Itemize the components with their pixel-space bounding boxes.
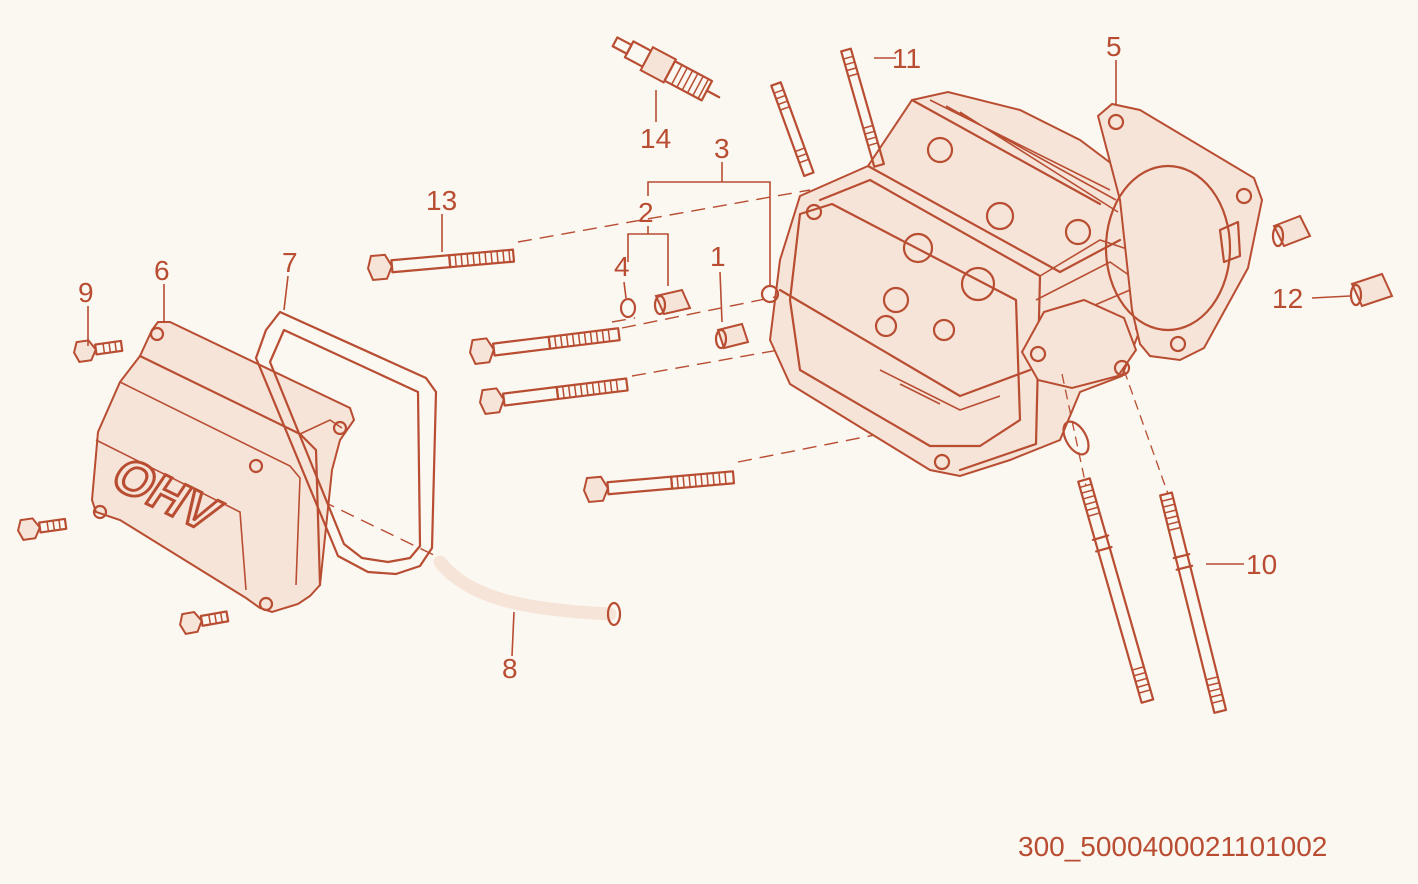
- callout-8: 8: [502, 653, 518, 684]
- breather-tube: [433, 555, 622, 627]
- callout-13: 13: [426, 185, 457, 216]
- pushrod-left: [1077, 477, 1155, 704]
- dowel-upper-right: [1271, 214, 1312, 248]
- callout-7: 7: [282, 247, 298, 278]
- bolt-13: [366, 248, 516, 282]
- dowel-pin-1: [714, 322, 750, 350]
- spark-plug: [611, 36, 721, 102]
- dowel-12: [1349, 272, 1394, 308]
- callout-14: 14: [640, 123, 671, 154]
- cover-bolt-9: [72, 339, 124, 363]
- callout-labels: 1 2 3 4 5 6 7 8 9 10 11 12 13 14: [78, 31, 1303, 684]
- bolt-head-long-3: [582, 470, 736, 504]
- callout-2: 2: [638, 197, 654, 228]
- dowel-pin-2: [653, 288, 692, 316]
- stud-11: [840, 47, 885, 168]
- cover-bolt-bottom: [179, 610, 230, 635]
- head-gasket: [1096, 102, 1264, 362]
- callout-5: 5: [1106, 31, 1122, 62]
- cylinder-head: [760, 90, 1142, 478]
- stud-upper: [770, 81, 815, 178]
- callout-11: 11: [892, 43, 921, 74]
- callout-9: 9: [78, 277, 94, 308]
- callout-10: 10: [1246, 549, 1277, 580]
- drawing-code: 300_5000400021101002: [1018, 831, 1327, 862]
- callout-4: 4: [614, 251, 630, 282]
- cover-bolt-lower-left: [16, 517, 68, 541]
- o-ring-4: [619, 297, 637, 319]
- callout-12: 12: [1272, 283, 1303, 314]
- valve-cover-gasket: [254, 310, 438, 576]
- bolt-head-long-1: [468, 327, 621, 365]
- valve-cover: OHV: [90, 321, 356, 614]
- bracket-leaders: [623, 162, 771, 323]
- bolt-head-long-2: [478, 377, 629, 415]
- callout-6: 6: [154, 255, 170, 286]
- leader-lines: [87, 57, 1351, 657]
- callout-1: 1: [710, 241, 726, 272]
- pushrod-10: [1159, 491, 1228, 714]
- callout-3: 3: [714, 133, 730, 164]
